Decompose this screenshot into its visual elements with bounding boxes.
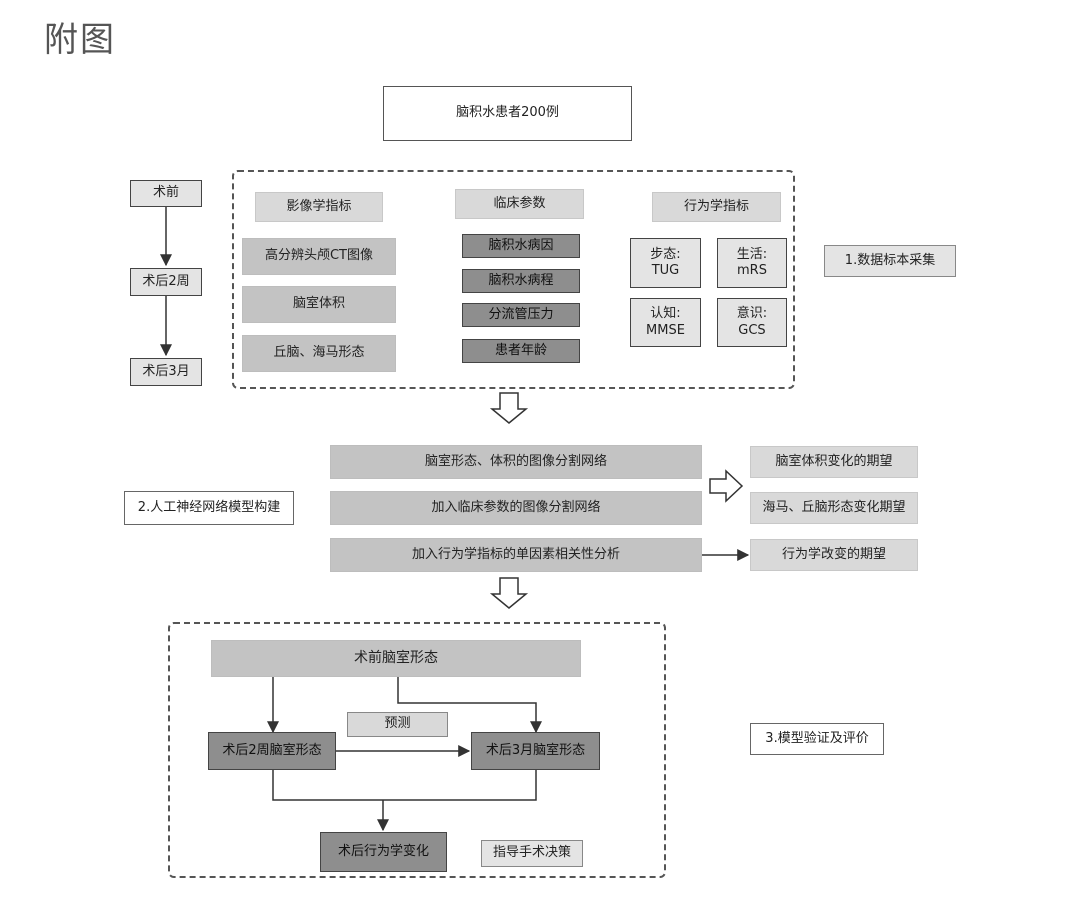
page-title: 附图	[44, 20, 116, 60]
hollow-down-arrow-1	[489, 392, 529, 424]
imaging-item-morphology: 丘脑、海马形态	[242, 335, 396, 372]
behavior-change: 术后行为学变化	[320, 832, 447, 872]
week2-down-line	[272, 770, 537, 801]
week2-ventricle-shape: 术后2周脑室形态	[208, 732, 336, 770]
pre-to-month3-arrow	[397, 677, 542, 734]
imaging-header: 影像学指标	[255, 192, 383, 222]
model-clinical-segmentation: 加入临床参数的图像分割网络	[330, 491, 702, 525]
imaging-item-ct: 高分辨头颅CT图像	[242, 238, 396, 275]
predict-label: 预测	[347, 712, 448, 737]
hollow-down-arrow-2	[489, 577, 529, 609]
month3-ventricle-shape: 术后3月脑室形态	[471, 732, 600, 770]
behavior-item-mmse: 认知: MMSE	[630, 298, 701, 347]
model-segmentation: 脑室形态、体积的图像分割网络	[330, 445, 702, 479]
section2-label: 2.人工神经网络模型构建	[124, 491, 294, 525]
timeline-month3: 术后3月	[130, 358, 202, 386]
behavior-item-tug: 步态: TUG	[630, 238, 701, 288]
behavior-item-mrs: 生活: mRS	[717, 238, 787, 288]
section1-label: 1.数据标本采集	[824, 245, 956, 277]
data-collection-container	[232, 170, 795, 389]
section3-label: 3.模型验证及评价	[750, 723, 884, 755]
timeline-week2: 术后2周	[130, 268, 202, 296]
model-behavior-analysis: 加入行为学指标的单因素相关性分析	[330, 538, 702, 572]
behavior-item-gcs: 意识: GCS	[717, 298, 787, 347]
imaging-item-volume: 脑室体积	[242, 286, 396, 323]
timeline-pre: 术前	[130, 180, 202, 207]
clinical-item-age: 患者年龄	[462, 339, 580, 363]
expect-volume: 脑室体积变化的期望	[750, 446, 918, 478]
expect-behavior: 行为学改变的期望	[750, 539, 918, 571]
clinical-item-course: 脑积水病程	[462, 269, 580, 293]
guide-surgery: 指导手术决策	[481, 840, 583, 867]
patients-box: 脑积水患者200例	[383, 86, 632, 141]
expect-morphology: 海马、丘脑形态变化期望	[750, 492, 918, 524]
pre-ventricle-shape: 术前脑室形态	[211, 640, 581, 677]
validation-container	[168, 622, 666, 878]
clinical-header: 临床参数	[455, 189, 584, 219]
clinical-item-pressure: 分流管压力	[462, 303, 580, 327]
clinical-item-cause: 脑积水病因	[462, 234, 580, 258]
behavior-header: 行为学指标	[652, 192, 781, 222]
hollow-right-arrow	[709, 469, 744, 503]
